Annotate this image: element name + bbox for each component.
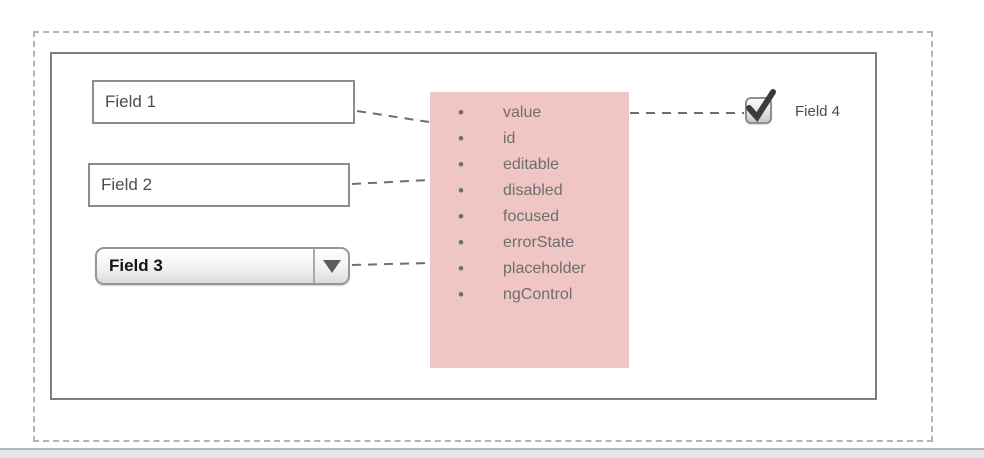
property-label: editable bbox=[503, 156, 560, 173]
field1-label: Field 1 bbox=[105, 92, 157, 111]
list-item: • ngControl bbox=[430, 282, 629, 308]
window-bottom-edge bbox=[0, 448, 984, 458]
property-label: value bbox=[503, 104, 542, 121]
list-item: • errorState bbox=[430, 230, 629, 256]
bullet-icon: • bbox=[458, 207, 464, 226]
list-item: • disabled bbox=[430, 178, 629, 204]
list-item: • focused bbox=[430, 204, 629, 230]
bullet-icon: • bbox=[458, 285, 464, 304]
dropdown-arrow-icon bbox=[315, 260, 348, 273]
property-label: id bbox=[503, 130, 516, 147]
field3-dropdown[interactable]: Field 3 bbox=[95, 247, 350, 285]
field3-label: Field 3 bbox=[109, 256, 163, 275]
property-label: focused bbox=[503, 208, 560, 225]
field1-input[interactable]: Field 1 bbox=[92, 80, 355, 124]
field2-label: Field 2 bbox=[101, 175, 153, 194]
bullet-icon: • bbox=[458, 103, 464, 122]
field4-label: Field 4 bbox=[795, 103, 841, 120]
properties-panel: • value • id • editable • disabled • foc… bbox=[430, 92, 629, 368]
bullet-icon: • bbox=[458, 181, 464, 200]
bullet-icon: • bbox=[458, 155, 464, 174]
field2-input[interactable]: Field 2 bbox=[88, 163, 350, 207]
list-item: • id bbox=[430, 126, 629, 152]
bullet-icon: • bbox=[458, 259, 464, 278]
properties-list: • value • id • editable • disabled • foc… bbox=[430, 100, 629, 308]
property-label: disabled bbox=[503, 182, 563, 199]
property-label: errorState bbox=[503, 234, 575, 251]
list-item: • editable bbox=[430, 152, 629, 178]
list-item: • value bbox=[430, 100, 629, 126]
property-label: ngControl bbox=[503, 286, 573, 303]
bullet-icon: • bbox=[458, 129, 464, 148]
bullet-icon: • bbox=[458, 233, 464, 252]
field4-checkbox[interactable] bbox=[745, 97, 772, 124]
dropdown-separator bbox=[313, 249, 315, 283]
outer-dashed-frame bbox=[33, 31, 933, 442]
list-item: • placeholder bbox=[430, 256, 629, 282]
property-label: placeholder bbox=[503, 260, 586, 277]
